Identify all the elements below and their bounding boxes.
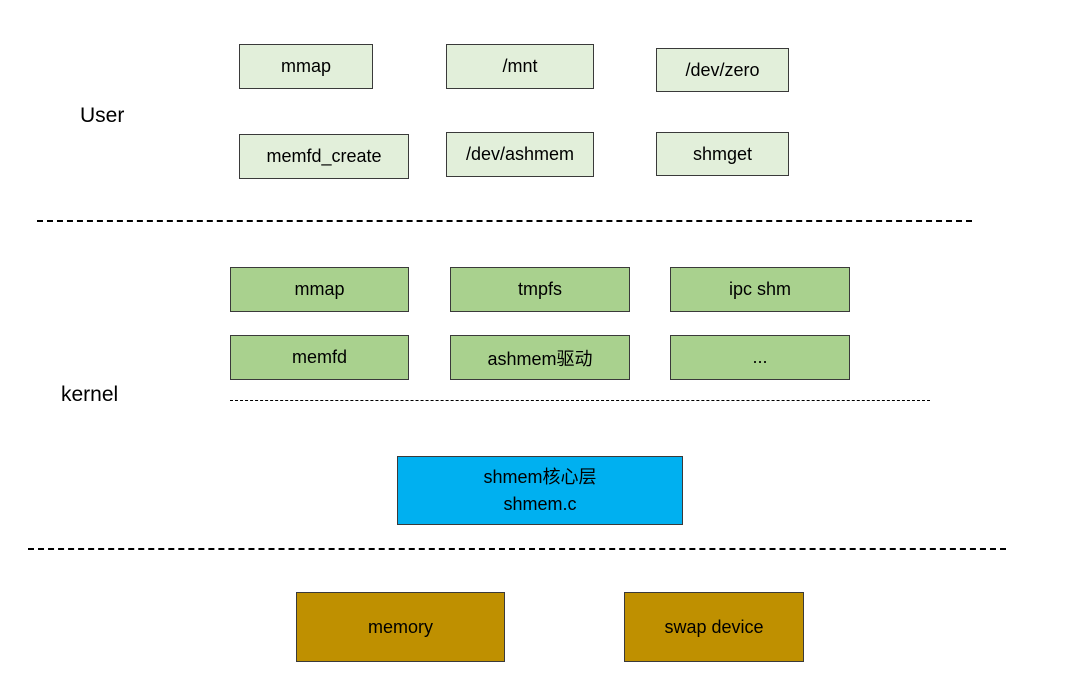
kernel-hardware-divider	[28, 548, 1006, 550]
user-kernel-divider	[37, 220, 972, 222]
kernel-inner-divider	[230, 400, 930, 401]
user-box-dev-ashmem: /dev/ashmem	[446, 132, 594, 177]
kernel-box-mmap: mmap	[230, 267, 409, 312]
user-box-mnt: /mnt	[446, 44, 594, 89]
user-box-memfd-create: memfd_create	[239, 134, 409, 179]
user-box-dev-zero: /dev/zero	[656, 48, 789, 92]
hardware-box-memory: memory	[296, 592, 505, 662]
kernel-box-tmpfs: tmpfs	[450, 267, 630, 312]
kernel-box-ellipsis: ...	[670, 335, 850, 380]
shmem-core-title: shmem核心层	[483, 467, 597, 488]
kernel-box-ipc-shm: ipc shm	[670, 267, 850, 312]
user-box-mmap: mmap	[239, 44, 373, 89]
kernel-box-ashmem-driver: ashmem驱动	[450, 335, 630, 380]
user-layer-label: User	[80, 104, 125, 127]
kernel-layer-label: kernel	[61, 383, 119, 406]
shmem-core-file: shmem.c	[503, 493, 577, 514]
hardware-box-swap-device: swap device	[624, 592, 804, 662]
user-box-shmget: shmget	[656, 132, 789, 176]
kernel-box-memfd: memfd	[230, 335, 409, 380]
shmem-core-box: shmem核心层 shmem.c	[397, 456, 683, 525]
